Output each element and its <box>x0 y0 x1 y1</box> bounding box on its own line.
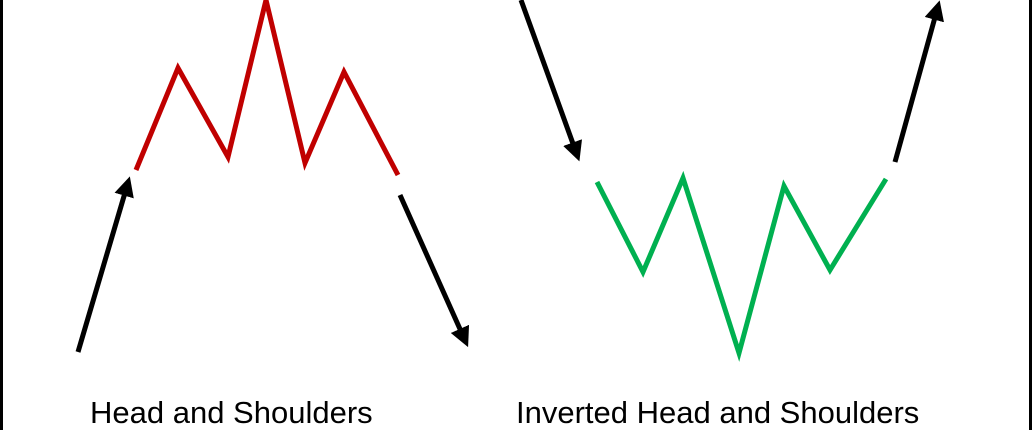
inverted-head-and-shoulders-pattern <box>518 0 944 362</box>
downtrend-arrow <box>397 193 470 348</box>
inverted-head-and-shoulders-line <box>594 170 889 362</box>
uptrend-arrow <box>892 0 944 163</box>
head-and-shoulders-label: Head and Shoulders <box>90 395 373 430</box>
inverted-head-and-shoulders-label: Inverted Head and Shoulders <box>516 395 920 430</box>
uptrend-arrow <box>75 176 134 353</box>
downtrend-arrow <box>518 0 583 162</box>
head-and-shoulders-pattern <box>75 0 470 353</box>
patterns-drawing <box>75 0 944 362</box>
head-and-shoulders-line <box>133 0 401 177</box>
